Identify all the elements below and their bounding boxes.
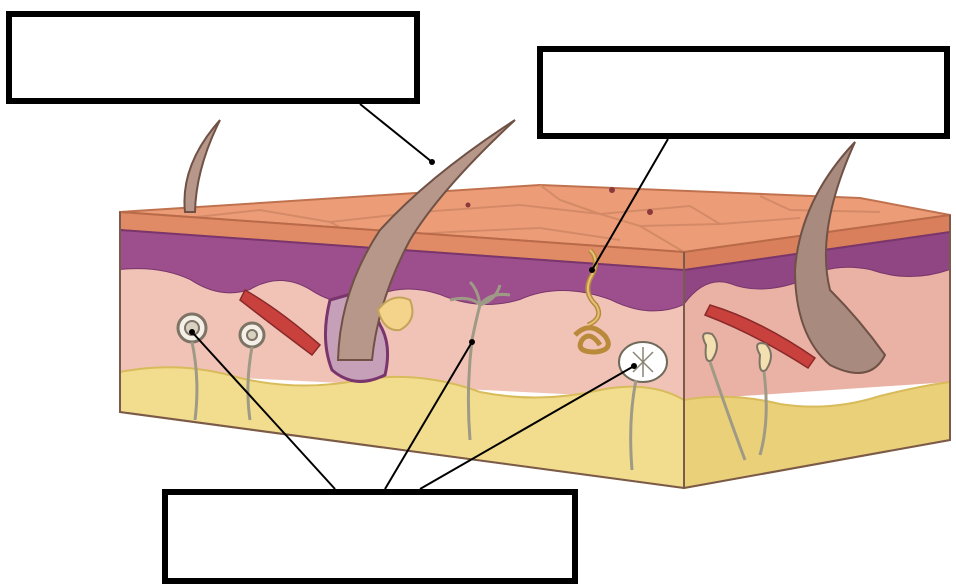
hair-small-left xyxy=(184,120,220,212)
leader-line-hair xyxy=(360,104,432,162)
label-box-receptors[interactable] xyxy=(162,489,578,584)
label-box-hair[interactable] xyxy=(6,11,420,104)
label-box-sweat-gland[interactable] xyxy=(537,46,950,139)
